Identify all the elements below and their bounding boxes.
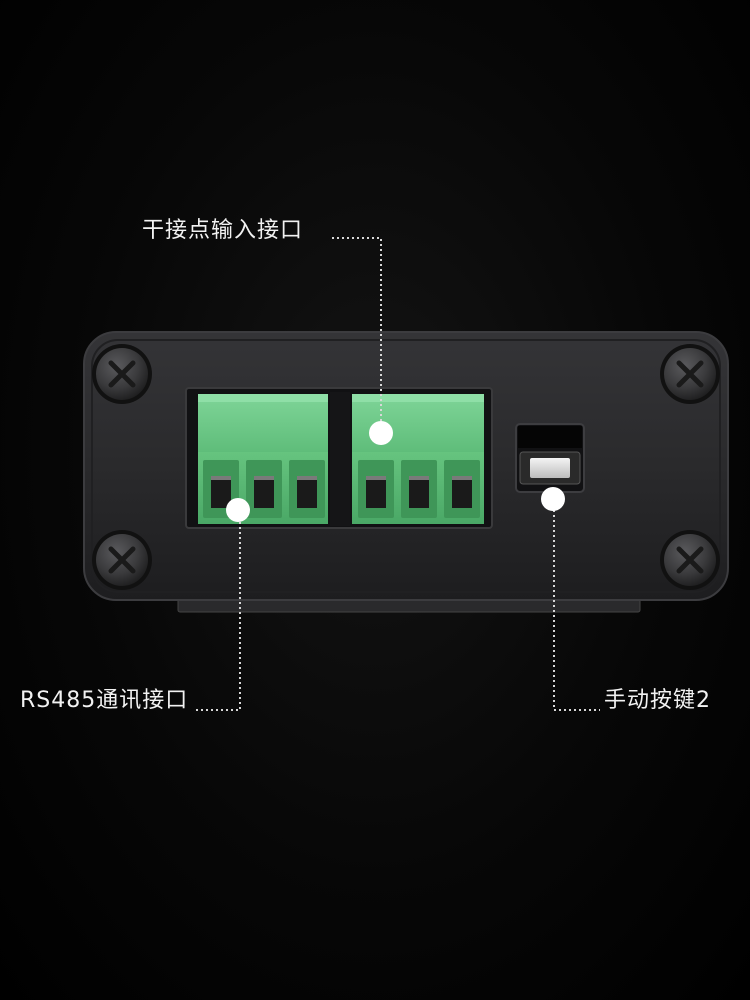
screw-top-right [660,344,720,404]
dry-contact-label: 干接点输入接口 [142,218,304,243]
rs485-callout-dot [226,498,250,522]
manual-key-label: 手动按键2 [604,688,711,713]
rs485-label: RS485通讯接口 [20,688,189,713]
manual-key-leader-line [553,500,600,711]
manual-push-button [515,423,585,493]
dry-contact-terminal-block [352,394,484,524]
terminal-divider [330,392,350,526]
rs485-terminal-block [198,394,328,524]
screw-bottom-left [92,530,152,590]
rs485-leader-line [196,512,241,711]
leader-lines [196,237,600,711]
screw-bottom-right [660,530,720,590]
dry-contact-callout-dot [369,421,393,445]
screw-top-left [92,344,152,404]
dry-contact-leader-line [332,237,382,430]
manual-key-callout-dot [541,487,565,511]
